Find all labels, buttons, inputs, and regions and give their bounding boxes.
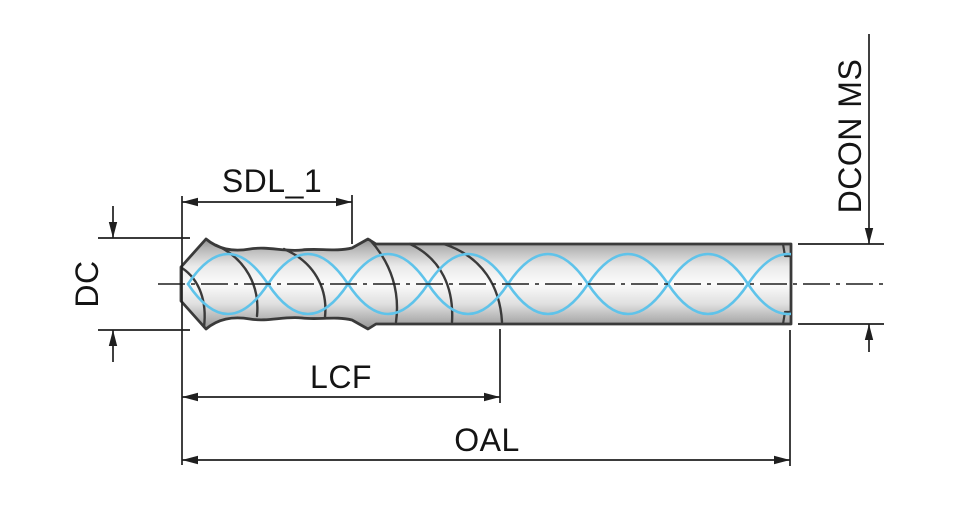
dimensions: SDL_1 DC LCF OAL — [69, 34, 884, 466]
dimension-oal: OAL — [182, 330, 791, 466]
dimension-sdl1: SDL_1 — [182, 163, 353, 244]
lcf-label: LCF — [310, 359, 372, 395]
oal-label: OAL — [454, 422, 520, 458]
dimension-lcf: LCF — [182, 329, 501, 403]
dc-label: DC — [69, 260, 105, 307]
drill-tip-edge — [180, 266, 206, 329]
sdl1-label: SDL_1 — [222, 163, 322, 199]
dcon-label: DCON MS — [832, 59, 868, 214]
dimension-dcon: DCON MS — [798, 34, 884, 352]
shank-clamp-notches — [781, 242, 793, 326]
dimension-dc: DC — [69, 206, 190, 362]
